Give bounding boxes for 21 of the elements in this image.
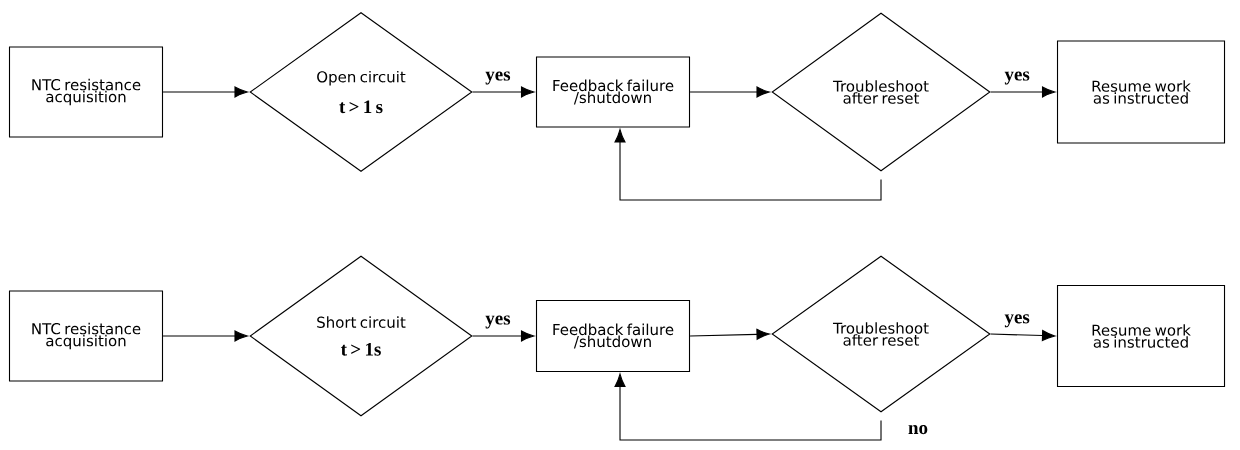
arrow bbox=[614, 129, 882, 201]
edge-label: yes bbox=[1003, 313, 1031, 329]
process-box: Feedback failure /shutdown bbox=[535, 56, 691, 128]
process-box: NTC resistance acquisition bbox=[8, 290, 164, 382]
process-box: Feedback failure /shutdown bbox=[535, 299, 691, 373]
edge-label: yes bbox=[484, 70, 512, 86]
process-box: Resume work as instructed bbox=[1056, 40, 1226, 144]
arrow bbox=[614, 373, 882, 441]
process-box: Resume work as instructed bbox=[1056, 284, 1226, 388]
edge-label: yes bbox=[484, 314, 512, 330]
edge-label: no bbox=[907, 424, 930, 436]
arrow bbox=[472, 330, 535, 342]
arrow bbox=[162, 330, 248, 342]
arrow bbox=[689, 328, 770, 340]
arrow bbox=[990, 86, 1056, 98]
edge-label: yes bbox=[1003, 70, 1031, 86]
arrow bbox=[990, 330, 1056, 342]
arrow bbox=[472, 86, 535, 98]
arrow bbox=[689, 86, 770, 98]
arrow bbox=[162, 86, 248, 98]
process-box: NTC resistance acquisition bbox=[8, 46, 164, 138]
